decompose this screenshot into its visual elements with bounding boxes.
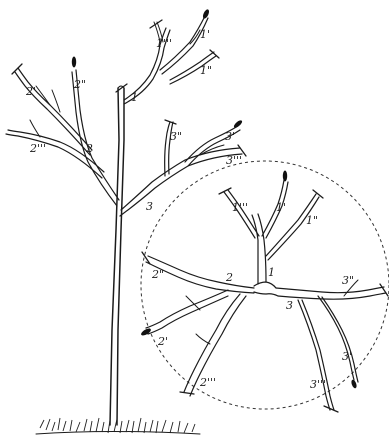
tree-label-right-branch: 3 xyxy=(146,200,153,213)
plan-label-right-a: 3" xyxy=(342,274,354,287)
young-tree-side-view: 1 1' 1" 1''' 2 2' 2" 2''' 3 3' 3" 3''' xyxy=(6,8,246,434)
tree-label-right-top: 3' xyxy=(225,130,235,143)
plan-label-left-c: 2''' xyxy=(199,376,216,389)
plan-label-right: 3 xyxy=(286,299,293,312)
tree-label-left-second: 2" xyxy=(73,78,86,91)
tree-label-left-third: 2''' xyxy=(29,142,46,155)
grass-base xyxy=(36,418,200,434)
plan-view-top: 1 1''' 1' 1" 2 2" 2' 2''' 3 3" 3' 3''' xyxy=(140,161,389,412)
plan-label-center: 1 xyxy=(268,266,275,279)
plan-label-right-c: 3''' xyxy=(310,378,326,391)
tree-left-branches xyxy=(6,57,119,207)
tree-label-leader-third: 1''' xyxy=(156,37,172,50)
tree-leader-branches xyxy=(124,8,219,104)
tree-label-right-second: 3" xyxy=(170,130,182,143)
tree-label-leader-top: 1' xyxy=(200,28,210,41)
tree-label-left-top: 2' xyxy=(25,85,36,98)
tree-label-leader: 1 xyxy=(131,91,138,104)
plan-label-up-left: 1''' xyxy=(232,201,248,214)
plan-label-right-b: 3' xyxy=(342,350,352,363)
tree-trunk xyxy=(110,84,127,425)
tree-label-left-branch: 2 xyxy=(85,142,93,155)
plan-label-left-b: 2' xyxy=(157,335,168,348)
plan-label-left-a: 2" xyxy=(151,268,164,281)
plan-label-up: 1' xyxy=(276,201,286,214)
plan-label-up-right: 1" xyxy=(306,214,318,227)
plan-label-left: 2 xyxy=(225,271,233,284)
tree-label-leader-second: 1" xyxy=(200,64,212,77)
